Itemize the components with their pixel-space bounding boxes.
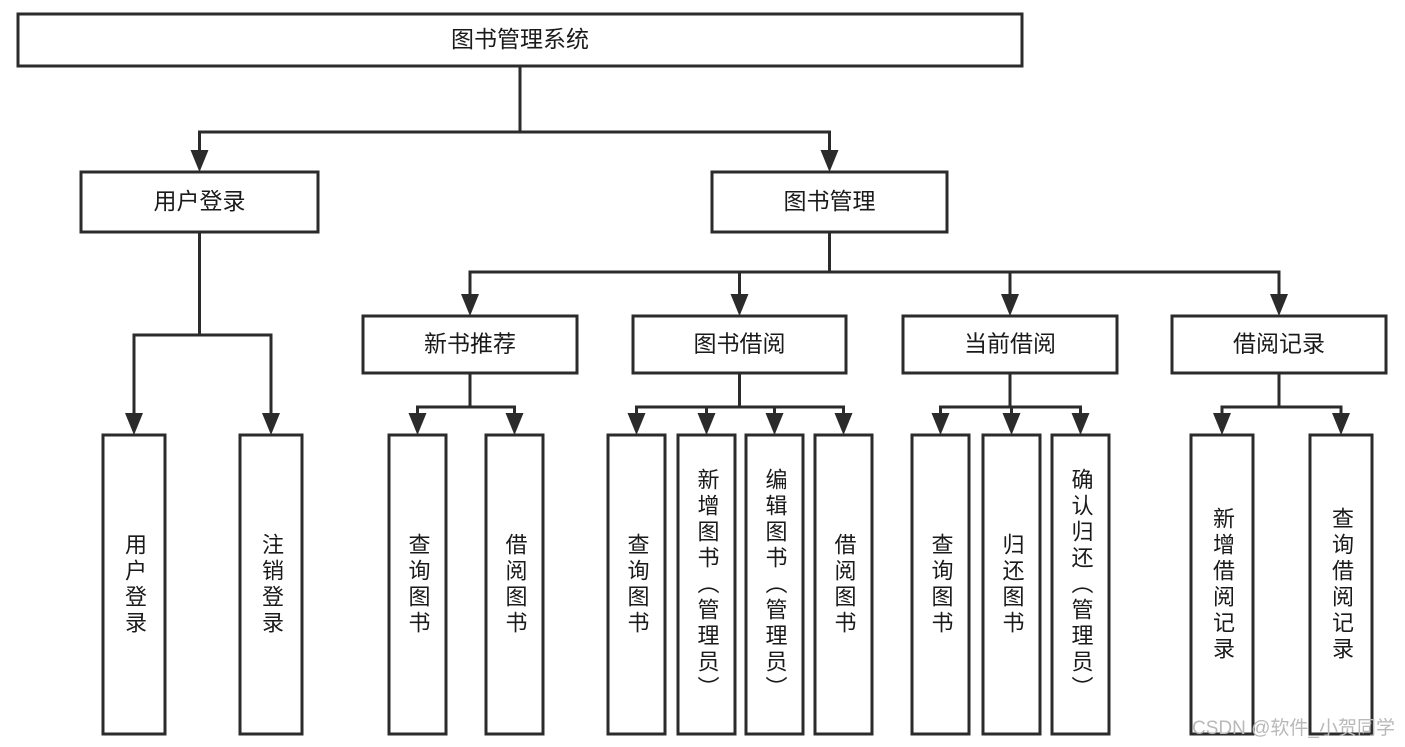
arrow-head-icon xyxy=(125,413,143,435)
node-box-root xyxy=(16,12,1024,68)
arrow-head-icon xyxy=(931,413,950,435)
csdn-watermark: CSDN @软件_小贺同学 xyxy=(1192,718,1395,739)
arrow-head-icon xyxy=(820,150,839,172)
node-label-level2-0: 用户登录 xyxy=(154,188,246,214)
node-box-level3-2 xyxy=(901,314,1119,375)
arrow-head-icon xyxy=(834,413,853,435)
node-label-level2-1: 图书管理 xyxy=(784,188,876,214)
arrow-head-icon xyxy=(1001,294,1019,316)
arrow-head-icon xyxy=(730,294,749,316)
leaf-box-3 xyxy=(484,433,545,736)
node-box-level2-0 xyxy=(79,170,320,234)
leaf-box-2 xyxy=(387,433,448,736)
leaf-box-5 xyxy=(676,433,737,736)
leaf-box-9 xyxy=(981,433,1042,736)
arrow-head-icon xyxy=(1332,413,1350,435)
arrow-head-icon xyxy=(505,413,524,435)
node-box-level2-1 xyxy=(710,170,949,234)
arrow-head-icon xyxy=(1213,413,1231,435)
leaf-box-11 xyxy=(1189,433,1255,736)
arrow-head-icon xyxy=(1270,294,1288,316)
node-label-root: 图书管理系统 xyxy=(451,26,589,52)
node-label-level3-2: 当前借阅 xyxy=(964,331,1056,357)
arrow-head-icon xyxy=(627,413,646,435)
arrow-head-icon xyxy=(697,413,716,435)
arrow-head-icon xyxy=(408,413,427,435)
node-box-level3-1 xyxy=(631,314,848,375)
node-label-level3-0: 新书推荐 xyxy=(424,331,516,357)
connector-lines xyxy=(125,64,1350,435)
leaf-box-1 xyxy=(238,433,304,736)
leaf-box-10 xyxy=(1050,433,1111,736)
node-box-level3-0 xyxy=(361,314,579,375)
leaf-box-4 xyxy=(606,433,667,736)
arrow-head-icon xyxy=(461,294,479,316)
leaf-box-12 xyxy=(1308,433,1374,736)
node-box-level3-3 xyxy=(1170,314,1388,375)
arrow-head-icon xyxy=(262,413,280,435)
leaf-box-0 xyxy=(101,433,167,736)
leaf-box-8 xyxy=(910,433,971,736)
arrow-head-icon xyxy=(190,150,209,172)
leaf-box-6 xyxy=(744,433,805,736)
node-label-level3-1: 图书借阅 xyxy=(694,331,786,357)
node-label-level3-3: 借阅记录 xyxy=(1233,331,1325,357)
arrow-head-icon xyxy=(1002,413,1021,435)
arrow-head-icon xyxy=(1071,413,1090,435)
leaf-box-7 xyxy=(813,433,874,736)
arrow-head-icon xyxy=(765,413,784,435)
node-boxes xyxy=(16,12,1388,736)
